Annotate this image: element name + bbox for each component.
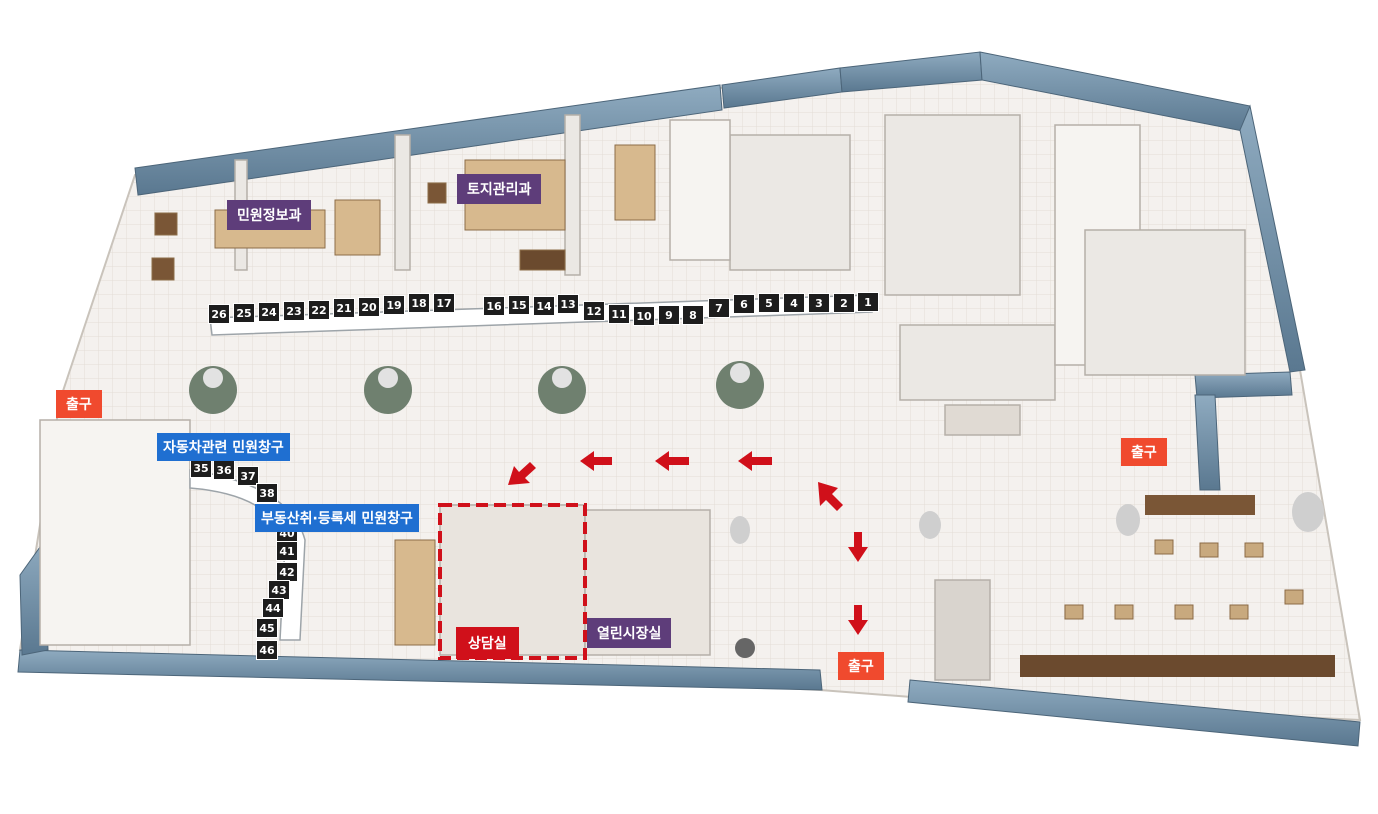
dept-label-civil-info: 민원정보과 <box>227 200 312 230</box>
window-number-24: 24 <box>258 302 280 322</box>
lounge-sideboard <box>1145 495 1255 515</box>
window-number-37: 37 <box>237 466 259 486</box>
window-number-19: 19 <box>383 295 405 315</box>
window-number-12: 12 <box>583 301 605 321</box>
window-number-45: 45 <box>256 618 278 638</box>
window-number-18: 18 <box>408 293 430 313</box>
window-number-4: 4 <box>783 293 805 313</box>
window-number-17: 17 <box>433 293 455 313</box>
window-number-36: 36 <box>213 460 235 480</box>
window-number-5: 5 <box>758 293 780 313</box>
window-number-20: 20 <box>358 297 380 317</box>
exit-label-bottom: 출구 <box>838 652 884 680</box>
window-number-23: 23 <box>283 301 305 321</box>
exit-label-left: 출구 <box>56 390 102 418</box>
outer-glass-walls <box>17 51 1361 747</box>
dept-label-open-mayor: 열린시장실 <box>587 618 672 648</box>
window-number-21: 21 <box>333 298 355 318</box>
arrow-left-1 <box>738 451 772 471</box>
window-number-26: 26 <box>208 304 230 324</box>
dept-label-land-mgmt: 토지관리과 <box>457 174 542 204</box>
window-number-7: 7 <box>708 298 730 318</box>
window-number-41: 41 <box>276 541 298 561</box>
direction-arrows <box>508 451 868 635</box>
window-number-14: 14 <box>533 296 555 316</box>
window-number-15: 15 <box>508 295 530 315</box>
window-number-11: 11 <box>608 304 630 324</box>
exit-label-right: 출구 <box>1121 438 1167 466</box>
arrow-left-2 <box>655 451 689 471</box>
window-number-13: 13 <box>557 294 579 314</box>
window-number-35: 35 <box>190 458 212 478</box>
arrow-up-1 <box>848 605 868 635</box>
arrow-diag-right <box>818 482 843 511</box>
window-number-25: 25 <box>233 303 255 323</box>
lounge-counter <box>1020 655 1335 677</box>
window-number-10: 10 <box>633 306 655 326</box>
arrow-left-3 <box>580 451 612 471</box>
window-number-46: 46 <box>256 640 278 660</box>
window-number-43: 43 <box>268 580 290 600</box>
window-zone-realestate-label: 부동산취·등록세 민원창구 <box>255 504 419 532</box>
columns <box>189 361 1324 658</box>
window-number-3: 3 <box>808 293 830 313</box>
window-number-38: 38 <box>256 483 278 503</box>
window-number-2: 2 <box>833 293 855 313</box>
window-number-9: 9 <box>658 305 680 325</box>
consult-room-label: 상담실 <box>456 627 519 659</box>
window-number-44: 44 <box>262 598 284 618</box>
arrow-diag-left <box>508 462 536 485</box>
window-number-1: 1 <box>857 292 879 312</box>
window-number-42: 42 <box>276 562 298 582</box>
window-number-6: 6 <box>733 294 755 314</box>
lounge-tables <box>1064 539 1304 620</box>
window-zone-car-label: 자동차관련 민원창구 <box>157 433 290 461</box>
window-number-8: 8 <box>682 305 704 325</box>
window-number-22: 22 <box>308 300 330 320</box>
arrow-up-2 <box>848 532 868 562</box>
window-number-16: 16 <box>483 296 505 316</box>
